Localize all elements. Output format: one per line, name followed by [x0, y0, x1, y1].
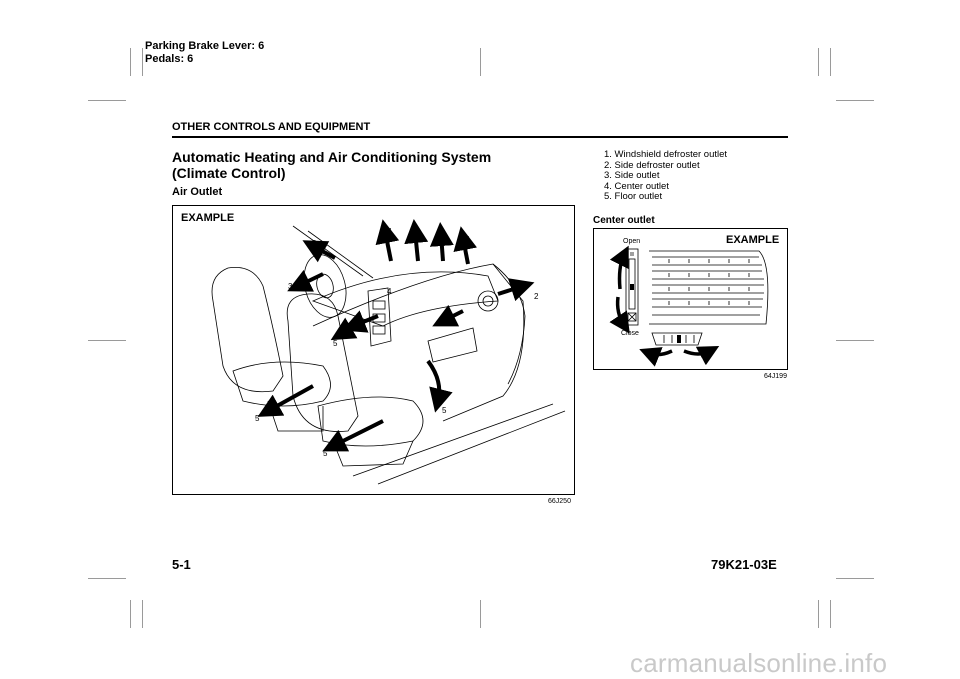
figure-code: 66J250: [548, 498, 571, 505]
section-header: OTHER CONTROLS AND EQUIPMENT: [172, 121, 371, 133]
crop-mark: [836, 578, 874, 579]
figure-label: EXAMPLE: [181, 212, 234, 224]
legend-item: 3. Side outlet: [604, 170, 660, 182]
crop-mark: [88, 340, 126, 341]
crop-mark: [830, 600, 831, 628]
callout-number: 1: [388, 227, 393, 236]
legend-item: 2. Side defroster outlet: [604, 159, 700, 171]
header-note-line: Pedals: 6: [145, 53, 194, 65]
crop-mark: [830, 48, 831, 76]
crop-mark: [480, 48, 481, 76]
outlet-legend: 1. Windshield defroster outlet 2. Side d…: [604, 149, 728, 203]
open-label: Open: [623, 238, 640, 245]
callout-number: 2: [534, 292, 539, 301]
air-outlet-illustration: EXAMPLE: [181, 212, 566, 485]
crop-mark: [88, 578, 126, 579]
crop-mark: [836, 100, 874, 101]
header-note: Parking Brake Lever: 6 Pedals: 6: [145, 40, 264, 66]
page-title-line: (Climate Control): [172, 165, 286, 181]
center-outlet-heading: Center outlet: [593, 215, 655, 226]
callout-number: 2: [312, 239, 317, 248]
figure-code: 64J199: [764, 373, 787, 380]
page-title-line: Automatic Heating and Air Conditioning S…: [172, 149, 492, 165]
header-rule: [172, 136, 788, 138]
crop-mark: [130, 48, 131, 76]
callout-number: 5: [333, 339, 338, 348]
callout-number: 5: [323, 449, 328, 458]
crop-mark: [818, 48, 819, 76]
legend-item: 5. Floor outlet: [604, 191, 663, 203]
callout-number: 5: [442, 406, 447, 415]
callout-number: 5: [255, 414, 260, 423]
page-title: Automatic Heating and Air Conditioning S…: [172, 149, 491, 181]
callout-number: 1: [466, 235, 471, 244]
callout-number: 3: [288, 282, 293, 291]
document-code: 79K21-03E: [711, 557, 777, 572]
air-outlet-figure: EXAMPLE: [172, 205, 575, 495]
crop-mark: [142, 600, 143, 628]
center-outlet-figure: EXAMPLE Open Close: [593, 228, 788, 370]
crop-mark: [836, 340, 874, 341]
center-outlet-illustration: EXAMPLE Open Close: [609, 234, 779, 367]
legend-item: 4. Center outlet: [604, 180, 669, 192]
crop-mark: [142, 48, 143, 76]
header-note-line: Parking Brake Lever: 6: [145, 40, 265, 52]
crop-mark: [480, 600, 481, 628]
crop-mark: [818, 600, 819, 628]
legend-item: 1. Windshield defroster outlet: [604, 149, 728, 160]
callout-number: 4: [387, 287, 392, 296]
callout-number: 3: [436, 319, 441, 328]
center-outlet-label: EXAMPLE: [726, 234, 779, 246]
page-number: 5-1: [172, 557, 191, 572]
site-watermark: carmanualsonline.info: [630, 648, 888, 678]
close-label: Close: [621, 330, 639, 337]
subtitle: Air Outlet: [172, 186, 223, 198]
crop-mark: [88, 100, 126, 101]
crop-mark: [130, 600, 131, 628]
